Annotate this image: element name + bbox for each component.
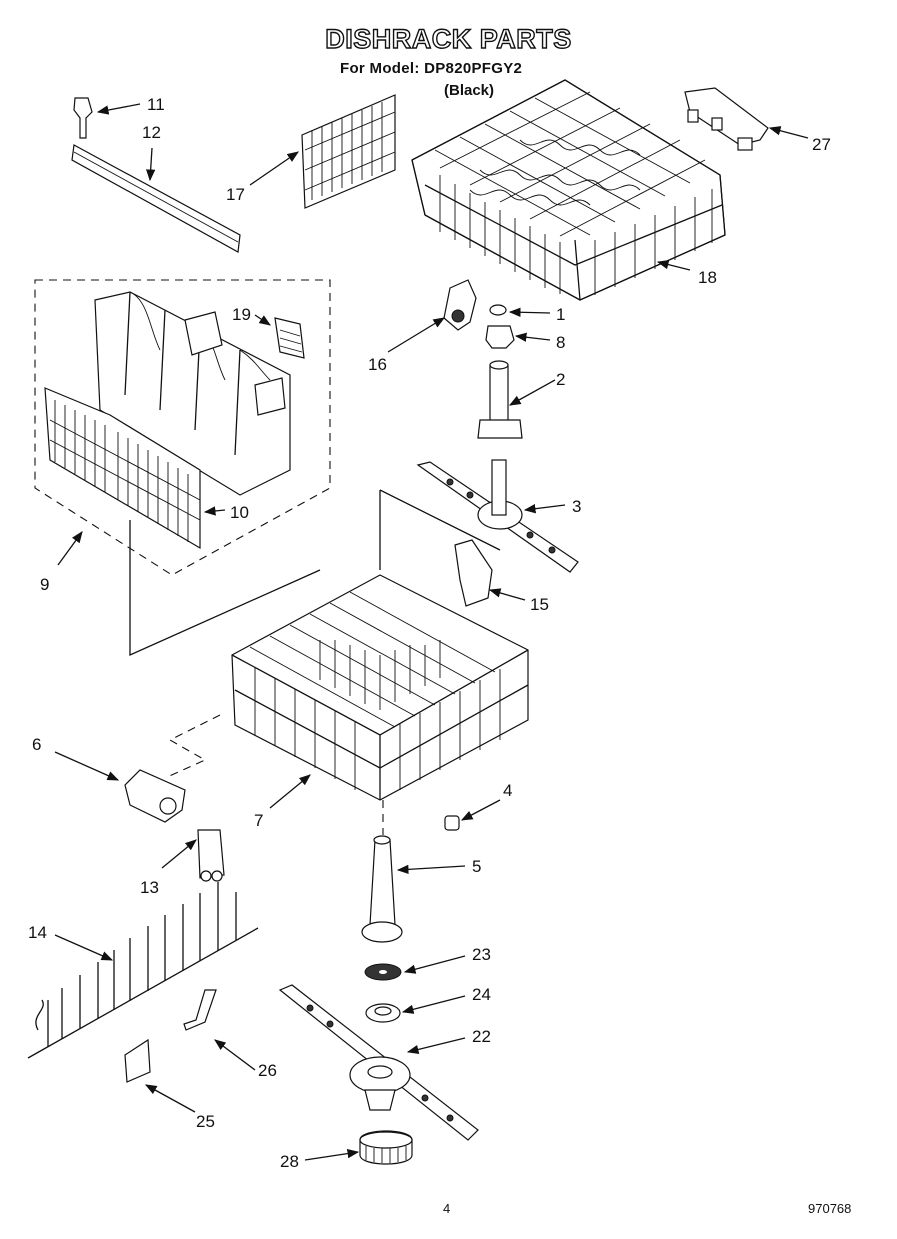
document-number: 970768 xyxy=(808,1201,852,1216)
callout-7: 7 xyxy=(254,811,263,830)
model-label: For Model: DP820PFGY2 xyxy=(340,60,523,77)
callout-10: 10 xyxy=(230,503,249,522)
part-2-tube xyxy=(477,360,523,439)
part-13-roller xyxy=(197,829,225,882)
callout-6: 6 xyxy=(32,735,41,754)
callout-28: 28 xyxy=(280,1152,299,1171)
part-10-basket-lid xyxy=(44,387,201,550)
part-17-tine-row xyxy=(301,94,396,209)
part-15-clip xyxy=(454,539,493,607)
part-12-bar xyxy=(71,144,241,253)
part-3-upper-spray-arm xyxy=(416,459,579,573)
leader-line xyxy=(379,489,501,570)
connector-line xyxy=(164,714,221,779)
callout-15: 15 xyxy=(530,595,549,614)
part-24-bearing xyxy=(365,1003,401,1023)
callout-18: 18 xyxy=(698,268,717,287)
callout-26: 26 xyxy=(258,1061,277,1080)
part-23-washer xyxy=(364,963,402,981)
callout-27: 27 xyxy=(812,135,831,154)
part-18-upper-rack xyxy=(411,79,726,301)
part-16-bracket xyxy=(443,279,477,331)
part-26-bracket xyxy=(183,989,217,1031)
part-6-wheel-assembly xyxy=(124,769,186,823)
page-title: DISHRACK PARTS xyxy=(325,23,572,54)
part-27-rack-stop xyxy=(684,87,769,151)
callout-14: 14 xyxy=(28,923,47,942)
callout-23: 23 xyxy=(472,945,491,964)
callout-19: 19 xyxy=(232,305,251,324)
leader-line xyxy=(129,520,321,657)
callout-24: 24 xyxy=(472,985,491,1004)
callout-1: 1 xyxy=(556,305,565,324)
silverware-basket-outline xyxy=(34,279,331,576)
callout-5: 5 xyxy=(472,857,481,876)
part-5-spray-tower xyxy=(361,835,403,943)
part-11-clip xyxy=(73,97,93,139)
callout-2: 2 xyxy=(556,370,565,389)
callout-arrows xyxy=(54,103,809,1161)
callout-9: 9 xyxy=(40,575,49,594)
callout-3: 3 xyxy=(572,497,581,516)
callout-22: 22 xyxy=(472,1027,491,1046)
part-7-lower-rack xyxy=(231,574,529,801)
callout-12: 12 xyxy=(142,123,161,142)
part-22-lower-spray-arm xyxy=(278,984,479,1141)
part-14-tine-row xyxy=(27,882,259,1059)
callout-16: 16 xyxy=(368,355,387,374)
callout-17: 17 xyxy=(226,185,245,204)
part-8-nut xyxy=(485,325,515,349)
callout-11: 11 xyxy=(147,95,165,114)
callout-25: 25 xyxy=(196,1112,215,1131)
part-25-bracket xyxy=(124,1038,151,1083)
part-9-silverware-basket xyxy=(94,291,291,496)
part-28-filter-ring xyxy=(359,1130,413,1165)
part-4-cap xyxy=(444,815,460,831)
callout-13: 13 xyxy=(140,878,159,897)
callout-8: 8 xyxy=(556,333,565,352)
part-1-washer xyxy=(489,304,507,316)
color-label: (Black) xyxy=(444,82,495,99)
part-19-basket-clip xyxy=(274,317,305,359)
page-number: 4 xyxy=(443,1201,451,1216)
callout-4: 4 xyxy=(503,781,512,800)
